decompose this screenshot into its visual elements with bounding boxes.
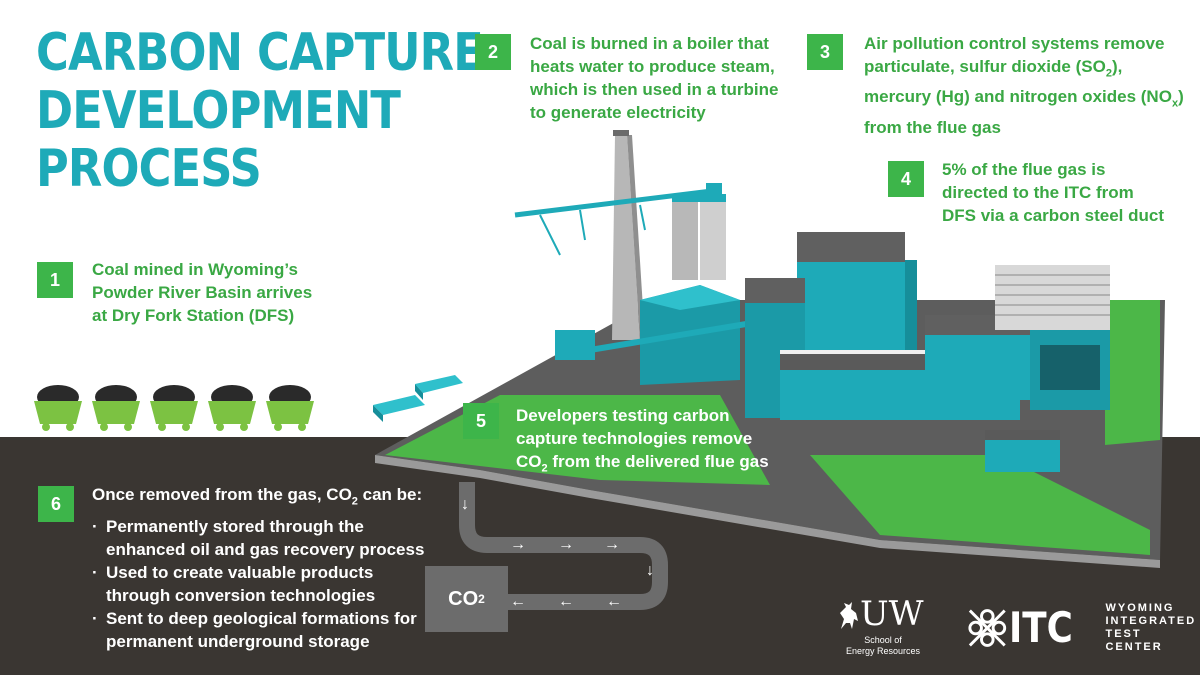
site-pad-edge [375, 455, 1160, 568]
shed [415, 375, 463, 393]
arrow-right-icon: → [558, 536, 574, 553]
step-6-text: Once removed from the gas, CO2 can be: P… [92, 483, 424, 653]
silo [672, 200, 698, 280]
step-5-badge: 5 [463, 403, 499, 439]
step-2-badge: 2 [475, 34, 511, 70]
grass-right-front [810, 455, 1150, 555]
title-line-1: CARBON CAPTURE [36, 23, 484, 83]
step-3-text: Air pollution control systems remove par… [864, 34, 1184, 137]
step-1-badge: 1 [37, 262, 73, 298]
title-line-3: PROCESS [36, 139, 262, 199]
co2-pipeline [459, 482, 668, 610]
title-line-2: DEVELOPMENT [36, 81, 401, 141]
shed [373, 395, 425, 415]
itc-knot-icon [968, 609, 1007, 647]
arrow-down-icon: ↓ [646, 562, 654, 579]
step-2-text: Coal is burned in a boiler that heats wa… [530, 34, 779, 122]
page-title: CARBON CAPTURE DEVELOPMENT PROCESS [36, 23, 484, 199]
step-4-badge: 4 [888, 161, 924, 197]
list-item: Sent to deep geological formations forpe… [92, 607, 424, 653]
arrow-left-icon: ← [606, 593, 622, 610]
list-item: Used to create valuable productsthrough … [92, 561, 424, 607]
step-5-text: Developers testing carbon capture techno… [516, 406, 769, 475]
arrow-right-icon: → [510, 536, 526, 553]
smokestack [612, 135, 640, 340]
arrow-left-icon: ← [510, 593, 526, 610]
arrow-left-icon: ← [558, 593, 574, 610]
step-4-text: 5% of the flue gas is directed to the IT… [942, 160, 1165, 225]
bucking-horse-icon [840, 602, 858, 629]
step-6-badge: 6 [38, 486, 74, 522]
arrow-down-icon: ↓ [461, 496, 469, 513]
step-1-text: Coal mined in Wyoming’s Powder River Bas… [92, 260, 313, 325]
itc-logo: ITC WYOMING INTEGRATED TEST CENTER [966, 602, 1200, 654]
step-3-badge: 3 [807, 34, 843, 70]
arrow-right-icon: → [604, 536, 620, 553]
conveyor [514, 187, 721, 218]
grass-right-back [1105, 300, 1160, 445]
coal-carts [34, 385, 314, 431]
